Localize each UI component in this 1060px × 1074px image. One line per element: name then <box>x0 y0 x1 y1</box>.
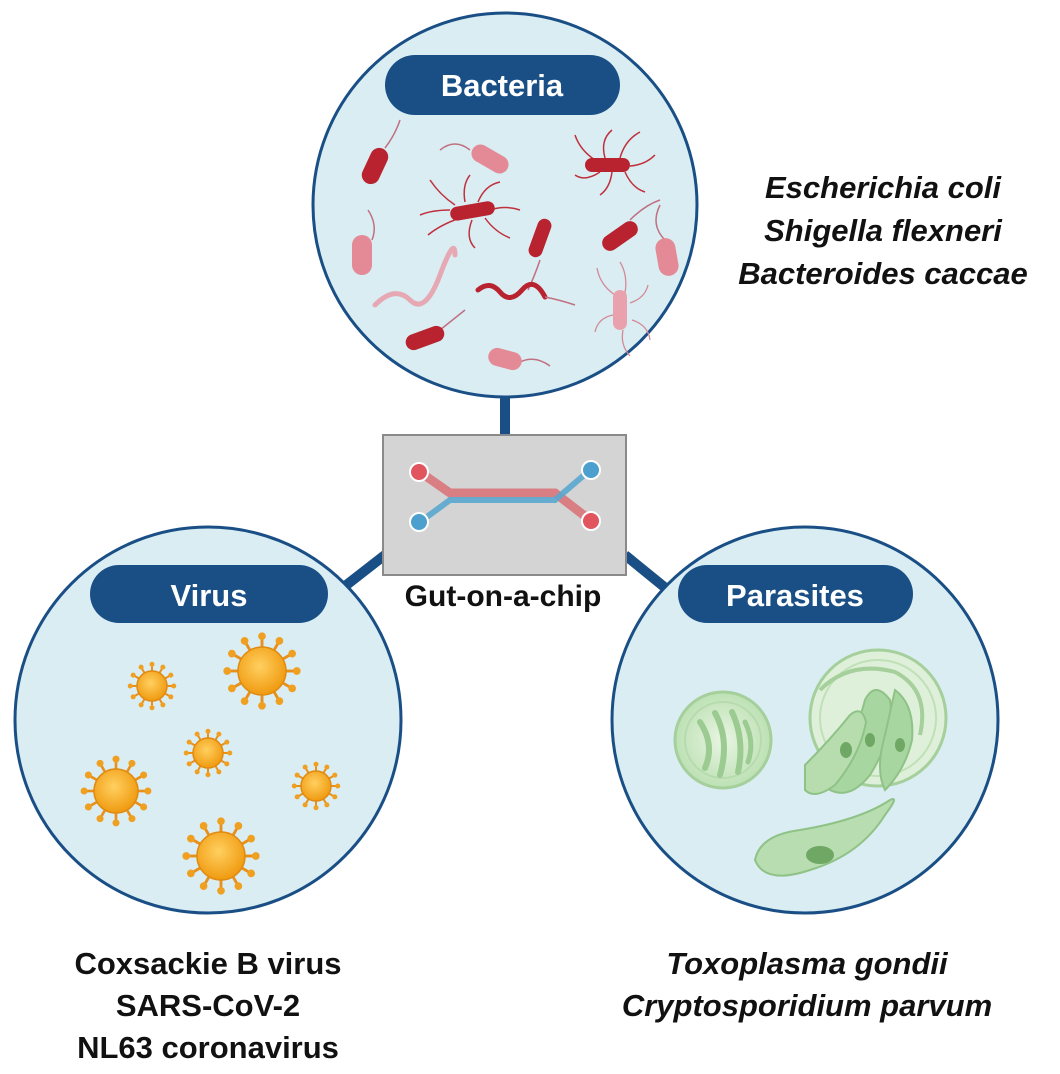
virus-circle <box>13 525 403 915</box>
parasites-panel: Parasites <box>610 525 1000 915</box>
channel-red <box>415 467 595 525</box>
virus-panel: Virus <box>13 525 403 915</box>
bacterium-icon <box>655 204 679 276</box>
bacterium-icon <box>475 281 576 306</box>
parasites-pill <box>678 565 913 623</box>
connector-parasites <box>621 551 672 594</box>
bacterium-icon <box>527 218 552 291</box>
virus-icon <box>291 761 341 811</box>
bacterium-icon <box>361 119 401 185</box>
channel-blue <box>417 467 593 525</box>
virus-species-1: Coxsackie B virus <box>74 946 341 981</box>
bacteria-panel: Bacteria <box>311 11 699 399</box>
bacterium-icon <box>405 309 466 351</box>
virus-icon <box>183 728 233 778</box>
virus-icon <box>223 632 301 710</box>
bacterium-icon <box>594 261 651 357</box>
bacteria-species-2: Shigella flexneri <box>764 213 1003 248</box>
virus-icon <box>127 661 177 711</box>
bacterium-icon <box>488 347 551 371</box>
virus-icon <box>80 755 152 827</box>
bacteria-species-3: Bacteroides caccae <box>738 256 1028 291</box>
connector-virus <box>336 551 389 594</box>
port-red-right <box>581 511 601 531</box>
bacteria-species-1: Escherichia coli <box>765 170 1002 205</box>
bacteria-pill <box>385 55 620 115</box>
virus-title: Virus <box>171 578 248 613</box>
parasites-species-1: Toxoplasma gondii <box>666 946 949 981</box>
virus-icons <box>80 632 341 895</box>
bacteria-title: Bacteria <box>441 68 564 103</box>
parasites-circle <box>610 525 1000 915</box>
port-blue-right <box>581 460 601 480</box>
virus-species-3: NL63 coronavirus <box>77 1030 339 1065</box>
chip-body <box>382 434 627 576</box>
virus-species-2: SARS-CoV-2 <box>116 988 300 1023</box>
connectors <box>336 395 672 594</box>
virus-icon <box>182 817 260 895</box>
bacterium-icon <box>602 199 661 251</box>
parasite-icons <box>673 648 948 877</box>
bacterium-icon <box>574 129 656 196</box>
parasite-cryptosporidium-icon <box>753 798 895 877</box>
port-blue-left <box>409 512 429 532</box>
parasites-title: Parasites <box>726 578 864 613</box>
bacterium-icon <box>419 174 521 249</box>
virus-pill <box>90 565 328 623</box>
gut-chip <box>382 434 627 576</box>
bacterium-icon <box>352 209 375 275</box>
bacteria-icons <box>352 119 679 371</box>
parasites-species-2: Cryptosporidium parvum <box>622 988 992 1023</box>
port-red-left <box>409 462 429 482</box>
chip-label: Gut-on-a-chip <box>405 580 602 613</box>
bacterium-icon <box>439 143 509 174</box>
parasite-cyst-icon <box>673 690 773 790</box>
parasite-toxoplasma-icon <box>804 648 948 795</box>
bacterium-icon <box>372 245 458 308</box>
